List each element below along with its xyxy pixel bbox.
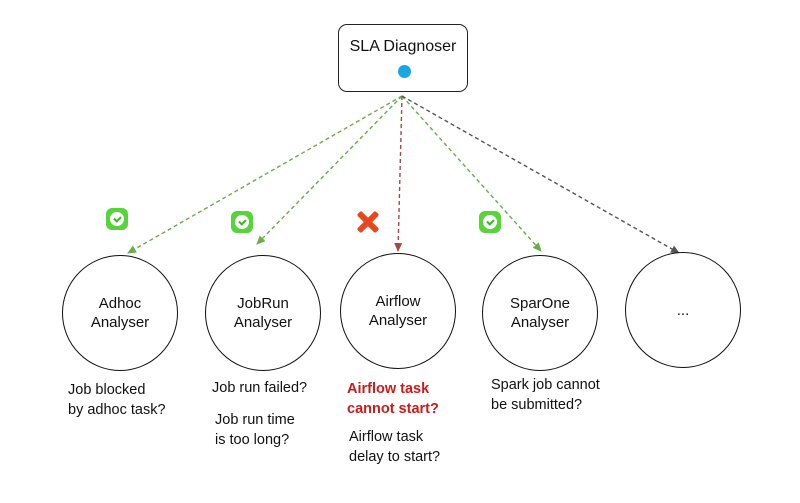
cross-icon-airflow: [356, 210, 380, 234]
sparone-analyser-label: SparOne Analyser: [509, 295, 571, 331]
airflow-analyser-node: Airflow Analyser: [340, 253, 456, 369]
connection-point-icon: [398, 65, 411, 78]
check-icon-jobrun: [231, 211, 253, 233]
adhoc-analyser-label: Adhoc Analyser: [90, 295, 150, 331]
edge-to-adhoc: [127, 95, 403, 254]
jobrun-description-2: Job run time is too long?: [215, 412, 295, 448]
jobrun-analyser-label: JobRun Analyser: [233, 295, 293, 331]
jobrun-analyser-node: JobRun Analyser: [205, 255, 321, 371]
adhoc-description: Job blocked by adhoc task?: [68, 382, 166, 418]
sparone-analyser-node: SparOne Analyser: [482, 255, 598, 371]
airflow-description-1: Airflow task cannot start?: [347, 381, 439, 417]
airflow-analyser-label: Airflow Analyser: [368, 293, 428, 329]
check-icon-adhoc: [106, 208, 128, 230]
adhoc-analyser-node: Adhoc Analyser: [62, 255, 178, 371]
check-icon-sparone: [479, 211, 501, 233]
sla-diagnoser-label: SLA Diagnoser: [349, 38, 457, 55]
sla-diagnoser-node: SLA Diagnoser: [338, 24, 468, 92]
edge-to-more: [401, 95, 680, 254]
airflow-description-2: Airflow task delay to start?: [349, 429, 441, 465]
sparone-description: Spark job cannot be submitted?: [491, 377, 600, 413]
jobrun-description-1: Job run failed?: [212, 380, 308, 396]
edge-to-airflow: [394, 95, 403, 252]
edge-to-jobrun: [256, 95, 403, 245]
more-analysers-node: ...: [625, 252, 741, 368]
more-analysers-label: ...: [676, 301, 690, 319]
edge-to-sparone: [401, 95, 542, 252]
